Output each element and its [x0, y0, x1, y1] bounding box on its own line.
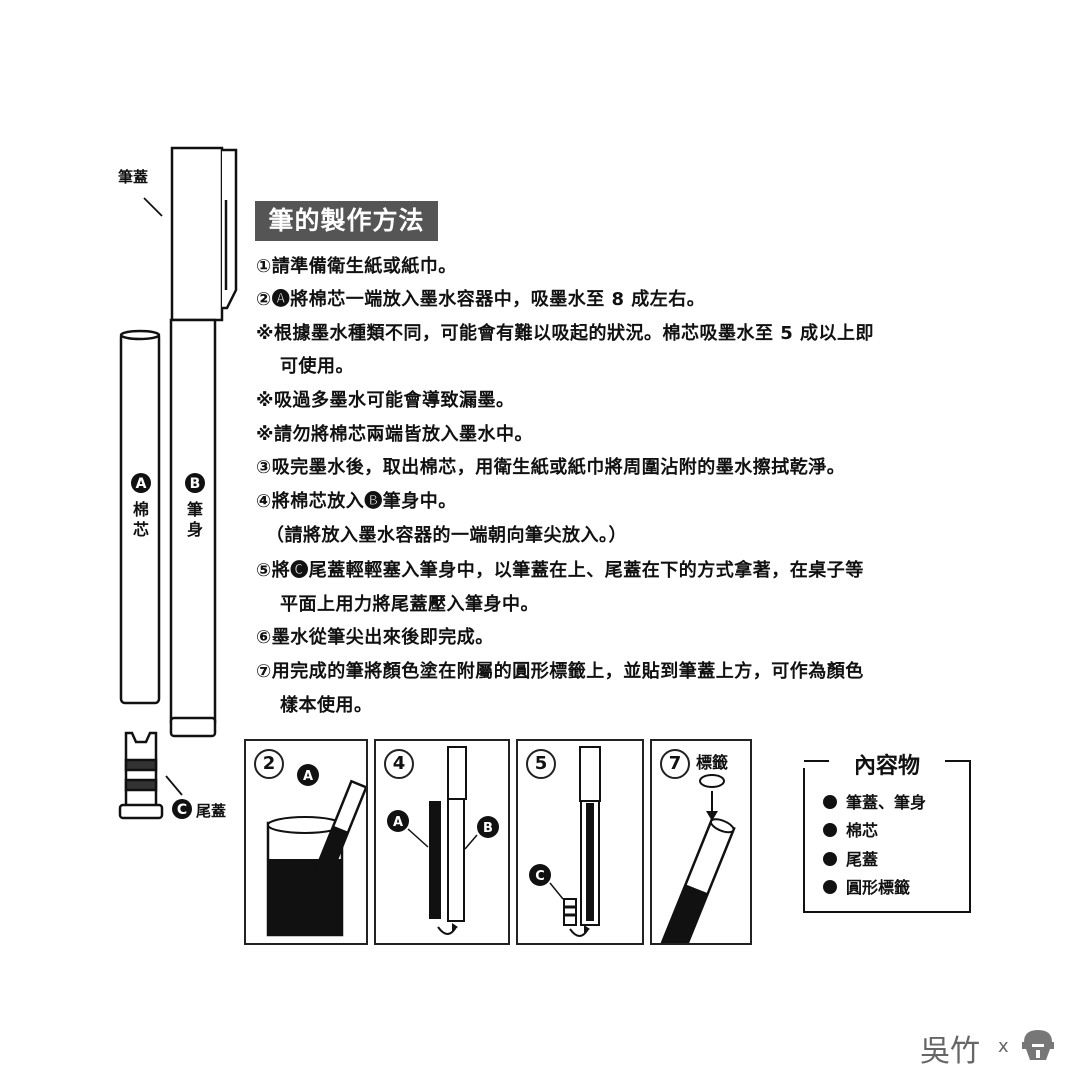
panel-number: 7: [660, 749, 690, 779]
bullet-icon: [823, 823, 837, 837]
tail-cap-drawing: [118, 731, 164, 820]
brand-name: 吳竹: [920, 1034, 980, 1069]
pen-cap-drawing: [170, 146, 238, 322]
wick-into-body-drawing: A B: [387, 746, 499, 935]
panel-number: 5: [526, 749, 556, 779]
sticker-on-cap-drawing: [652, 774, 736, 943]
panel-letter: A: [303, 769, 313, 784]
step-line: ※根據墨水種類不同，可能會有難以吸起的狀況。棉芯吸墨水至 5 成以上即: [256, 323, 875, 344]
body-letter: B: [190, 476, 201, 492]
contents-item: 筆蓋、筆身: [823, 789, 926, 813]
bullet-icon: [823, 852, 837, 866]
step-line: ※請勿將棉芯兩端皆放入墨水中。: [256, 424, 533, 445]
contents-item: 棉芯: [823, 817, 878, 841]
tail-label: 尾蓋: [196, 802, 227, 820]
cup-with-wick-drawing: A: [266, 764, 366, 937]
contents-title: 內容物: [853, 754, 920, 779]
panel-step-2: 2 A: [244, 739, 368, 945]
body-letter-badge: B: [185, 473, 205, 493]
step-line: 樣本使用。: [280, 695, 373, 716]
panel-letter: A: [393, 815, 403, 830]
tail-letter: C: [177, 802, 187, 818]
contents-box: 內容物 筆蓋、筆身 棉芯 尾蓋 圓形標籤: [803, 754, 971, 913]
step-line: ④將棉芯放入🅑筆身中。: [256, 491, 457, 512]
step-line: ①請準備衛生紙或紙巾。: [256, 256, 457, 277]
step-line: 可使用。: [280, 356, 354, 377]
step-line: ※吸過多墨水可能會導致漏墨。: [256, 390, 515, 411]
pen-body-drawing: [169, 318, 217, 738]
panel-letter: C: [535, 869, 545, 884]
panel-letter: B: [483, 821, 493, 836]
panel-step-7: 7 標籤: [650, 739, 752, 945]
tail-into-body-drawing: C: [529, 746, 601, 937]
bullet-icon: [823, 880, 837, 894]
tail-letter-badge: C: [172, 799, 192, 819]
panel-number: 2: [254, 749, 284, 779]
body-label: 筆身: [186, 500, 203, 539]
panel-step-5: 5 C: [516, 739, 644, 945]
panel-number: 4: [384, 749, 414, 779]
step-line: （請將放入墨水容器的一端朝向筆尖放入。）: [266, 525, 627, 546]
wick-letter: A: [136, 476, 147, 492]
step-line: ⑥墨水從筆尖出來後即完成。: [256, 627, 494, 648]
wick-drawing: [119, 329, 161, 705]
brand-separator: x: [998, 1036, 1009, 1057]
pen-parts-illustration: [118, 146, 238, 820]
step-line: ⑦用完成的筆將顏色塗在附屬的圓形標籤上，並貼到筆蓋上方，可作為顏色: [256, 661, 864, 682]
contents-item: 尾蓋: [823, 846, 878, 870]
cap-label: 筆蓋: [118, 168, 149, 186]
wick-label: 棉芯: [132, 500, 149, 539]
step-line: 平面上用力將尾蓋壓入筆身中。: [280, 594, 539, 615]
step-line: ②🅐將棉芯一端放入墨水容器中，吸墨水至 8 成左右。: [256, 289, 706, 310]
wick-letter-badge: A: [131, 473, 151, 493]
contents-item: 圓形標籤: [823, 874, 910, 898]
step-line: ⑤將🅒尾蓋輕輕塞入筆身中，以筆蓋在上、尾蓋在下的方式拿著，在桌子等: [256, 560, 864, 581]
step-line: ③吸完墨水後，取出棉芯，用衛生紙或紙巾將周圍沾附的墨水擦拭乾淨。: [256, 457, 846, 478]
bullet-icon: [823, 795, 837, 809]
partner-logo-icon: [1022, 1030, 1054, 1060]
panel-step-4: 4 A B: [374, 739, 510, 945]
label-sticker-text: 標籤: [696, 753, 729, 772]
contents-frame: [803, 760, 971, 913]
instructions-title: 筆的製作方法: [255, 201, 438, 241]
